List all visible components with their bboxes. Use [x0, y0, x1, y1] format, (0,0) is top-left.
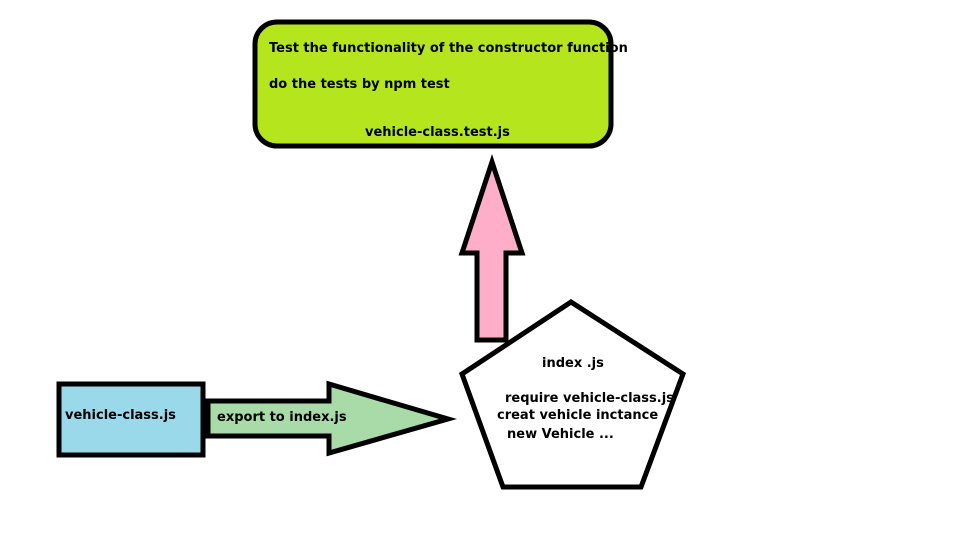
export-arrow-label: export to index.js [217, 410, 347, 425]
class-box-label: vehicle-class.js [65, 408, 176, 423]
export-arrow [205, 380, 457, 457]
test-filename: vehicle-class.test.js [365, 125, 510, 140]
index-line-3: new Vehicle ... [507, 427, 614, 442]
test-line-2: do the tests by npm test [269, 77, 450, 92]
class-box-shape [56, 381, 206, 458]
index-line-1: require vehicle-class.js [505, 391, 674, 406]
test-box-shape [252, 19, 614, 149]
index-title: index .js [542, 356, 604, 371]
index-pentagon-shape [458, 299, 687, 490]
index-line-2: creat vehicle inctance [497, 408, 659, 423]
test-line-1: Test the functionality of the constructo… [269, 41, 628, 56]
up-arrow [458, 154, 526, 343]
